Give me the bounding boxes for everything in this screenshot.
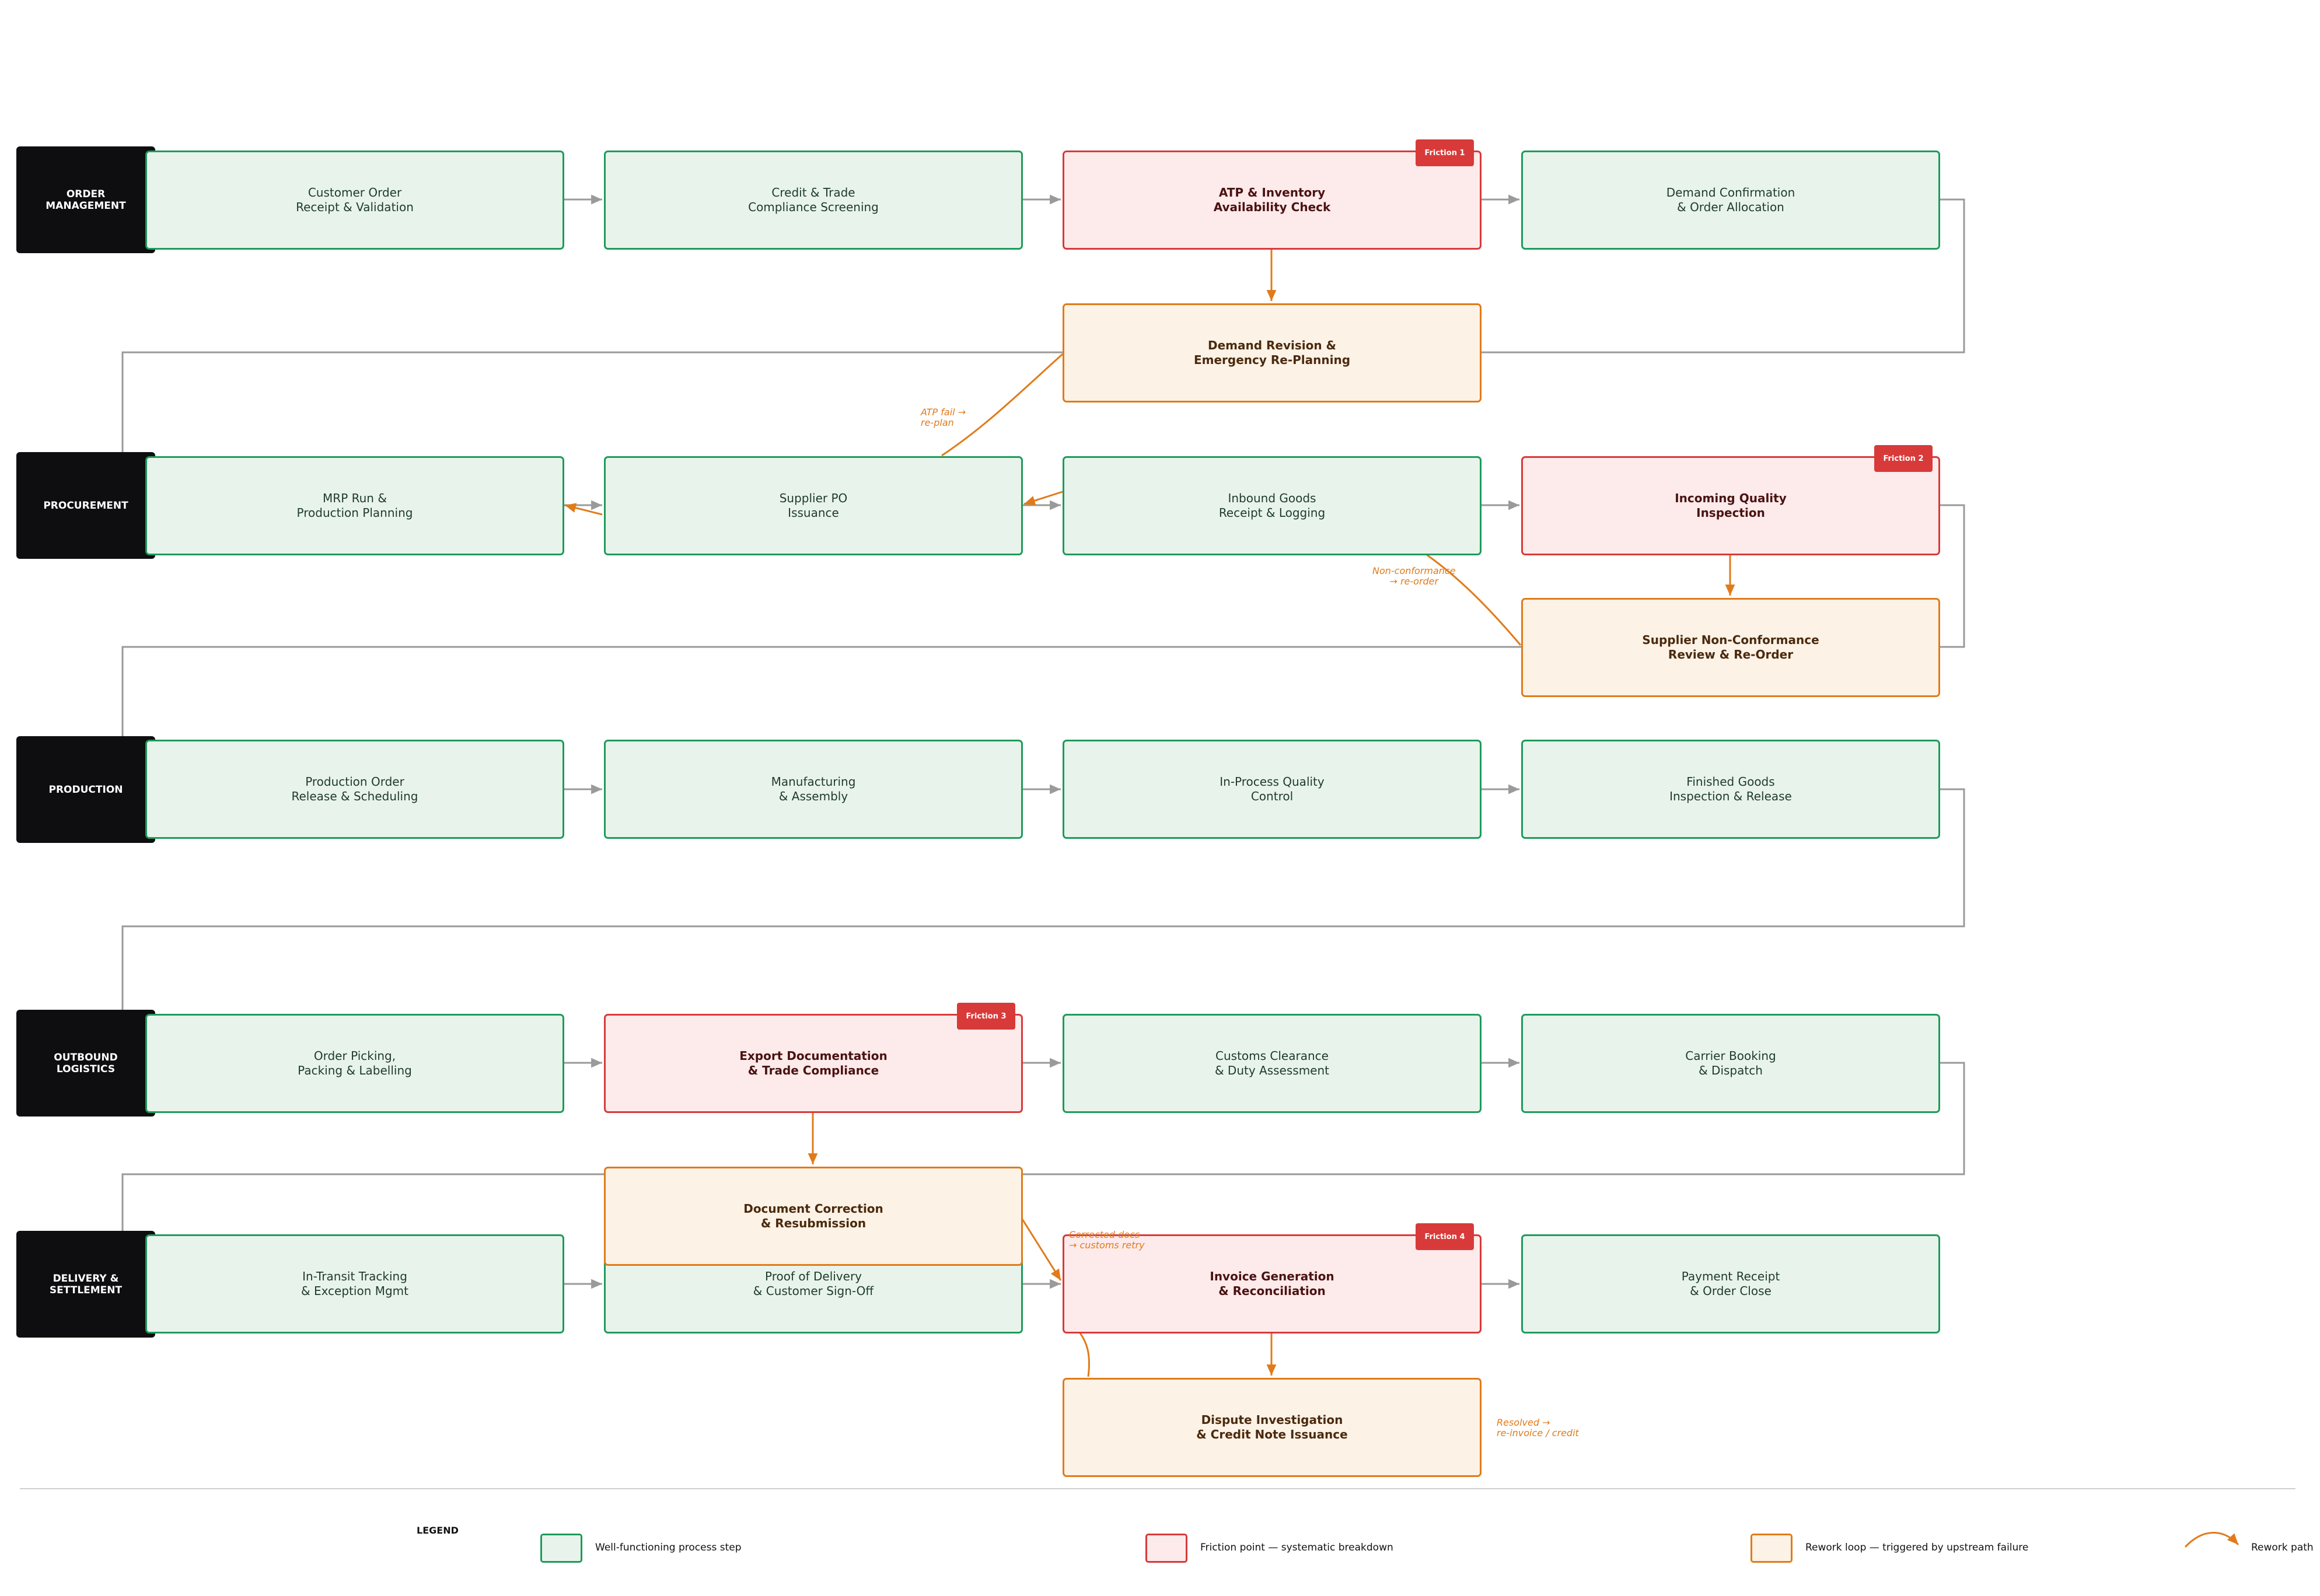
legend-swatch-rework (1751, 1534, 1793, 1563)
step-manufacturing[interactable]: Manufacturing & Assembly (604, 740, 1023, 839)
lane-delivery-settlement: DELIVERY & SETTLEMENT (16, 1231, 155, 1338)
lane-return-line (121, 1062, 1965, 1235)
legend-label-path: Rework path (2251, 1542, 2314, 1553)
note-corrected-docs: Corrected docs → customs retry (1069, 1229, 1145, 1251)
step-mrp-run[interactable]: MRP Run & Production Planning (145, 456, 564, 555)
lane-return-line (121, 198, 1965, 456)
step-supplier-nonconformance[interactable]: Supplier Non-Conformance Review & Re-Ord… (1521, 598, 1940, 697)
legend-title: LEGEND (417, 1525, 459, 1536)
lane-order-management: ORDER MANAGEMENT (16, 146, 155, 253)
rework-path (564, 503, 603, 516)
friction-badge-1: Friction 1 (1416, 139, 1474, 166)
note-nonconformance: Non-conformance → re-order (1372, 565, 1456, 587)
legend-swatch-friction (1145, 1534, 1187, 1563)
step-customer-order[interactable]: Customer Order Receipt & Validation (145, 150, 564, 250)
step-production-order[interactable]: Production Order Release & Scheduling (145, 740, 564, 839)
legend-label-rework: Rework loop — triggered by upstream fail… (1805, 1542, 2029, 1553)
step-demand-confirmation[interactable]: Demand Confirmation & Order Allocation (1521, 150, 1940, 250)
step-carrier-booking[interactable]: Carrier Booking & Dispatch (1521, 1014, 1940, 1113)
legend-swatch-ok (540, 1534, 582, 1563)
step-finished-goods[interactable]: Finished Goods Inspection & Release (1521, 740, 1940, 839)
step-incoming-quality[interactable]: Incoming Quality Inspection (1521, 456, 1940, 555)
step-atp-check[interactable]: ATP & Inventory Availability Check (1063, 150, 1482, 250)
step-intransit-tracking[interactable]: In-Transit Tracking & Exception Mgmt (145, 1234, 564, 1334)
step-inbound-goods[interactable]: Inbound Goods Receipt & Logging (1063, 456, 1482, 555)
step-credit-trade[interactable]: Credit & Trade Compliance Screening (604, 150, 1023, 250)
step-order-picking[interactable]: Order Picking, Packing & Labelling (145, 1014, 564, 1113)
rework-path (1426, 554, 1522, 646)
friction-badge-4: Friction 4 (1416, 1223, 1474, 1250)
step-document-correction[interactable]: Document Correction & Resubmission (604, 1167, 1023, 1266)
step-export-docs[interactable]: Export Documentation & Trade Compliance (604, 1014, 1023, 1113)
note-atp-fail: ATP fail → re-plan (921, 407, 966, 428)
step-dispute-investigation[interactable]: Dispute Investigation & Credit Note Issu… (1063, 1378, 1482, 1477)
step-inprocess-quality[interactable]: In-Process Quality Control (1063, 740, 1482, 839)
rework-path (1078, 1332, 1091, 1377)
legend-rework-path-line (2184, 1532, 2239, 1548)
lane-outbound-logistics: OUTBOUND LOGISTICS (16, 1010, 155, 1116)
step-supplier-po[interactable]: Supplier PO Issuance (604, 456, 1023, 555)
lane-procurement: PROCUREMENT (16, 452, 155, 559)
step-customs-clearance[interactable]: Customs Clearance & Duty Assessment (1063, 1014, 1482, 1113)
legend-divider (20, 1488, 2295, 1489)
step-payment-receipt[interactable]: Payment Receipt & Order Close (1521, 1234, 1940, 1334)
step-invoice-generation[interactable]: Invoice Generation & Reconciliation (1063, 1234, 1482, 1334)
friction-badge-3: Friction 3 (957, 1003, 1015, 1030)
legend-label-friction: Friction point — systematic breakdown (1200, 1542, 1393, 1553)
rework-path (1023, 491, 1063, 506)
lane-production: PRODUCTION (16, 736, 155, 843)
legend-label-ok: Well-functioning process step (595, 1542, 742, 1553)
rework-path (941, 353, 1064, 457)
note-resolved: Resolved → re-invoice / credit (1497, 1417, 1579, 1438)
rework-path (1021, 1219, 1062, 1281)
friction-badge-2: Friction 2 (1874, 445, 1933, 472)
step-demand-revision[interactable]: Demand Revision & Emergency Re-Planning (1063, 303, 1482, 402)
lane-return-line (121, 504, 1965, 740)
lane-return-line (121, 788, 1965, 1014)
